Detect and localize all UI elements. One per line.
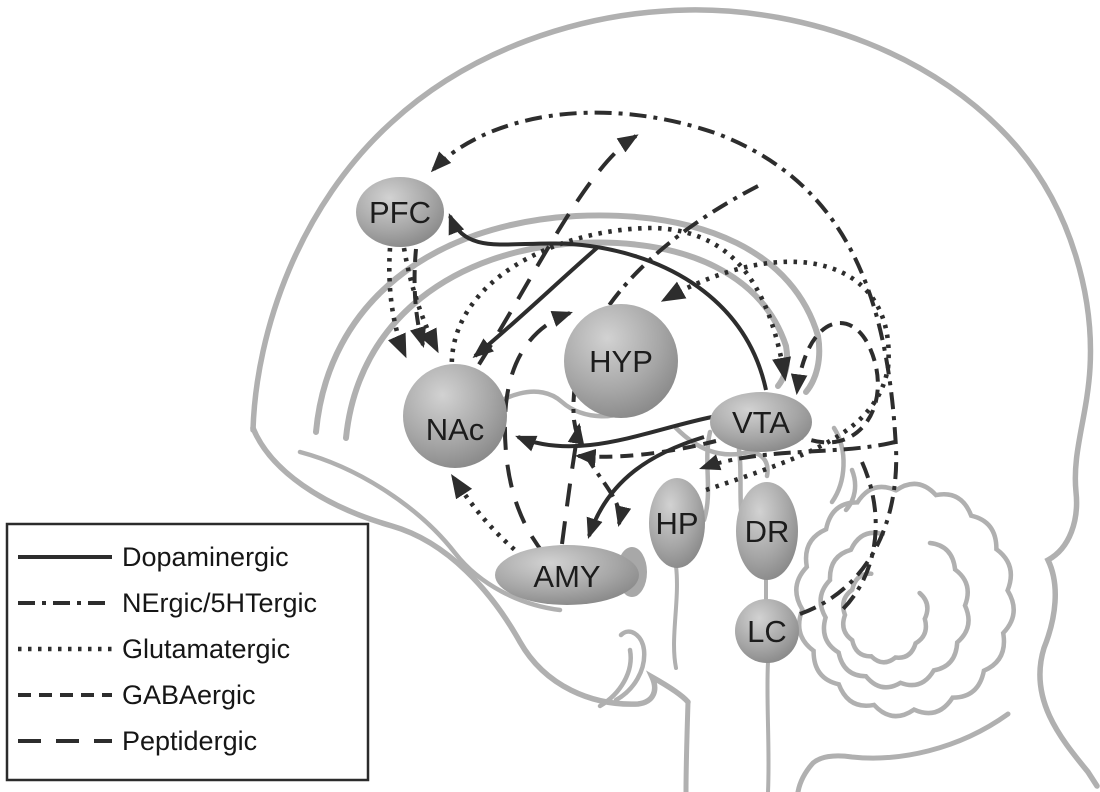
legend: Dopaminergic NErgic/5HTergic Glutamaterg…: [5, 522, 370, 782]
pathway-glut-to-vta-arc: [449, 225, 791, 382]
pathway-dopaminergic-vta-nac-dorsal: [472, 245, 600, 358]
node-nac-label: NAc: [426, 412, 485, 447]
legend-box: [5, 522, 370, 782]
temporal-outline: [250, 425, 691, 707]
temporal-horn-hook-1: [613, 629, 647, 703]
pathway-glut-pfc-nac-2: [401, 247, 440, 354]
node-nac-shape: [403, 364, 507, 468]
legend-label-gabaergic: GABAergic: [122, 680, 256, 710]
legend-label-dopaminergic: Dopaminergic: [122, 542, 289, 572]
node-lc-shape: [735, 599, 799, 663]
inner-temporal-line: [297, 449, 563, 613]
node-hyp-label: HYP: [589, 344, 653, 379]
legend-item-nergic: NErgic/5HTergic: [18, 588, 317, 618]
pathway-gaba-pfc-nac: [409, 248, 426, 348]
node-hyp-shape: [564, 304, 678, 418]
legend-label-glutamatergic: Glutamatergic: [122, 634, 290, 664]
pathway-gaba-vta-lateral: [574, 439, 717, 466]
pathway-peptide-amy-hyp-left: [502, 311, 573, 557]
cerebellum-outline: [794, 481, 1016, 719]
legend-label-peptidergic: Peptidergic: [122, 726, 257, 756]
pathway-gaba-loop-vta: [790, 321, 880, 445]
node-vta-shape: [710, 392, 812, 452]
pathways: [387, 110, 899, 616]
pathway-nergic-lc-pfc-arc: [430, 110, 899, 616]
corpus-callosum-outer: [313, 212, 823, 435]
legend-item-glutamatergic: Glutamatergic: [18, 634, 290, 664]
node-vta: VTA: [710, 392, 812, 452]
pathway-nergic-to-amy: [571, 184, 759, 528]
cerebellum-folia-2: [841, 571, 930, 665]
node-dr-label: DR: [745, 514, 790, 549]
node-amy-label: AMY: [533, 559, 600, 594]
node-lc: LC: [735, 599, 799, 663]
node-dr: DR: [736, 482, 798, 580]
node-pfc-label: PFC: [369, 195, 431, 230]
neck-outline: [795, 711, 1011, 792]
pathway-nergic-loop-segment: [840, 461, 878, 612]
cerebellum-folia-1: [818, 530, 971, 690]
pathway-peptide-amy-hyp-bottom: [560, 422, 585, 545]
node-vta-label: VTA: [732, 405, 790, 440]
thalamus-squiggle-1: [673, 425, 770, 479]
brain-outline: [250, 7, 1100, 792]
hp-stem: [672, 564, 679, 670]
nodes: PFC HYP NAc VTA HP DR LC AMY: [356, 177, 812, 663]
node-amy-shape: [495, 545, 639, 605]
node-hp-label: HP: [655, 506, 698, 541]
node-pfc-shape: [356, 177, 444, 247]
pathway-dopaminergic-vta-amy: [586, 435, 705, 539]
lc-spinal-stem: [765, 660, 771, 792]
node-amy: AMY: [495, 545, 639, 605]
node-lc-label: LC: [747, 614, 787, 649]
node-pfc: PFC: [356, 177, 444, 247]
temporal-horn-hook-2: [597, 647, 633, 709]
brainstem-left: [683, 699, 691, 792]
legend-item-peptidergic: Peptidergic: [18, 726, 257, 756]
corpus-callosum-inner: [343, 239, 791, 441]
legend-label-nergic: NErgic/5HTergic: [122, 588, 317, 618]
pathway-peptide-nac-dorsal: [456, 134, 639, 398]
cortex-outline: [250, 7, 1100, 789]
pathway-glut-amy-nac: [451, 473, 524, 558]
legend-item-dopaminergic: Dopaminergic: [18, 542, 289, 572]
midbrain-squiggle-2: [843, 467, 858, 513]
pathway-nergic-to-hp: [699, 440, 896, 471]
pathway-glut-pfc-nac-1: [387, 247, 408, 359]
node-nac: NAc: [403, 364, 507, 468]
node-dr-shape: [736, 482, 798, 580]
node-hp: HP: [649, 478, 705, 568]
node-hp-shape: [649, 478, 705, 568]
legend-item-gabaergic: GABAergic: [18, 680, 256, 710]
pathway-dopaminergic-vta-nac: [515, 415, 713, 452]
node-hyp: HYP: [564, 304, 678, 418]
